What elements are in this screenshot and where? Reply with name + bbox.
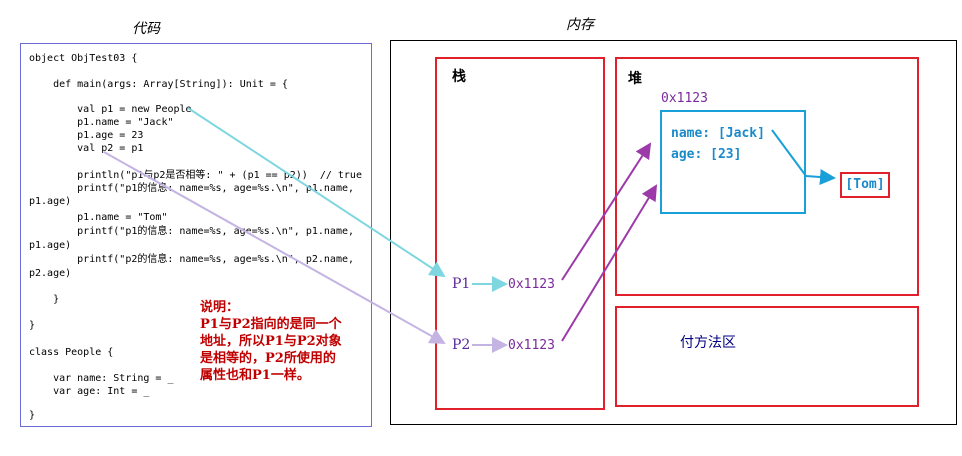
tom-string-box: [Tom]	[840, 172, 890, 198]
people-object-box	[660, 110, 806, 214]
code-line: val p1 = new People	[29, 104, 192, 115]
arrow-p2-address-to-object	[561, 184, 658, 342]
arrow-code-p1-to-stack	[187, 107, 446, 278]
code-heading: 代码	[132, 21, 160, 37]
code-line: object ObjTest03 {	[29, 53, 138, 64]
code-line: p2.age)	[29, 268, 72, 279]
code-line: p1.name = "Tom"	[29, 212, 168, 223]
explanation-note: 说明： P1与P2指向的是同一个 地址，所以P1与P2对象 是相等的，P2所使用…	[200, 300, 342, 383]
memory-heading: 内存	[566, 17, 594, 33]
code-line: }	[29, 320, 36, 331]
heap-box	[615, 57, 919, 296]
code-line: printf("p1的信息: name=%s, age=%s.\n", p1.n…	[29, 183, 355, 194]
memory-panel	[390, 40, 957, 425]
code-line: p1.age = 23	[29, 130, 144, 141]
ref-p2-name: P2	[452, 337, 471, 353]
code-line: p1.name = "Jack"	[29, 117, 174, 128]
code-line: printf("p2的信息: name=%s, age=%s.\n", p2.n…	[29, 254, 355, 265]
code-line: var age: Int = _	[29, 386, 150, 397]
code-line: }	[29, 294, 60, 305]
ref-p1-name: P1	[452, 276, 471, 292]
code-line: var name: String = _	[29, 373, 174, 384]
arrow-name-to-tom	[771, 129, 836, 185]
ref-p2-address: 0x1123	[508, 338, 555, 353]
code-line: p1.age)	[29, 196, 72, 207]
code-line: val p2 = p1	[29, 143, 144, 154]
arrow-p1-address-to-object	[561, 142, 652, 281]
object-field-name: name: [Jack]	[671, 126, 765, 141]
stack-box	[435, 57, 605, 410]
heap-label: 堆	[628, 71, 642, 87]
heap-address: 0x1123	[661, 91, 708, 106]
object-field-age: age: [23]	[671, 147, 742, 162]
code-line: p1.age)	[29, 240, 72, 251]
code-panel: object ObjTest03 { def main(args: Array[…	[20, 43, 372, 427]
arrow-code-p2-to-stack	[103, 151, 446, 344]
code-line: printf("p1的信息: name=%s, age=%s.\n", p1.n…	[29, 226, 355, 237]
method-area-box	[615, 306, 919, 407]
code-line: def main(args: Array[String]): Unit = {	[29, 79, 288, 90]
code-line: class People {	[29, 347, 114, 358]
code-line: }	[29, 410, 36, 421]
method-area-label: 付方法区	[680, 335, 736, 351]
ref-p1-address: 0x1123	[508, 277, 555, 292]
stack-label: 栈	[452, 69, 466, 85]
